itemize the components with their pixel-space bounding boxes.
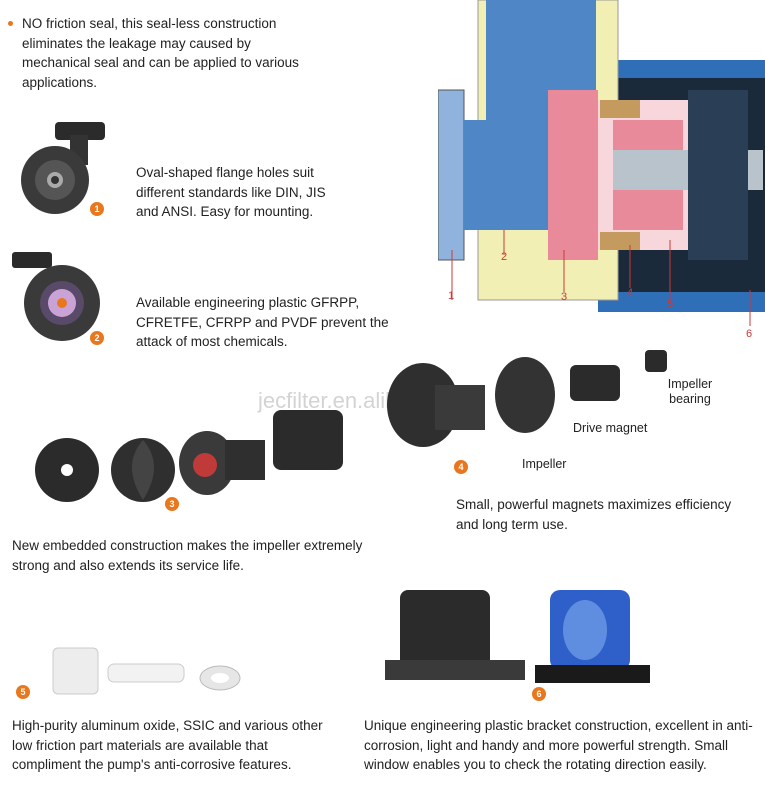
feature-text-5: High-purity aluminum oxide, SSIC and var… (12, 718, 323, 772)
feature-badge-1: 1 (90, 202, 104, 216)
feature-text-4: Small, powerful magnets maximizes effici… (456, 497, 732, 532)
label-drive-magnet: Drive magnet (573, 421, 648, 435)
feature-text-3: New embedded construction makes the impe… (12, 538, 363, 573)
diagram-number-3: 3 (561, 291, 568, 303)
intro-bullet (8, 21, 13, 26)
feature-text-6: Unique engineering plastic bracket const… (364, 718, 753, 772)
diagram-number-6: 6 (746, 328, 753, 340)
intro-text: NO friction seal, this seal-less constru… (22, 16, 299, 90)
bracket-photo (385, 590, 650, 683)
feature-text-2: Available engineering plastic GFRPP, CFR… (136, 295, 389, 349)
label-impeller: Impeller (522, 457, 567, 471)
diagram-number-4: 4 (627, 287, 634, 299)
diagram-number-2: 2 (501, 251, 508, 263)
ceramic-parts-photo (52, 647, 241, 695)
pump-cross-section-diagram (438, 0, 765, 326)
feature-text-1: Oval-shaped flange holes suit different … (136, 165, 326, 219)
feature-badge-3: 3 (165, 497, 179, 511)
pump-flange-photo (21, 122, 105, 214)
pump-casing-photo (12, 252, 100, 341)
diagram-number-1: 1 (448, 290, 455, 302)
impeller-components-photo (35, 350, 667, 502)
feature-badge-5: 5 (16, 685, 30, 699)
label-impeller-bearing: Impeller bearing (667, 377, 713, 406)
feature-badge-4: 4 (454, 460, 468, 474)
feature-badge-6: 6 (532, 687, 546, 701)
diagram-number-5: 5 (667, 298, 674, 310)
feature-badge-2: 2 (90, 331, 104, 345)
